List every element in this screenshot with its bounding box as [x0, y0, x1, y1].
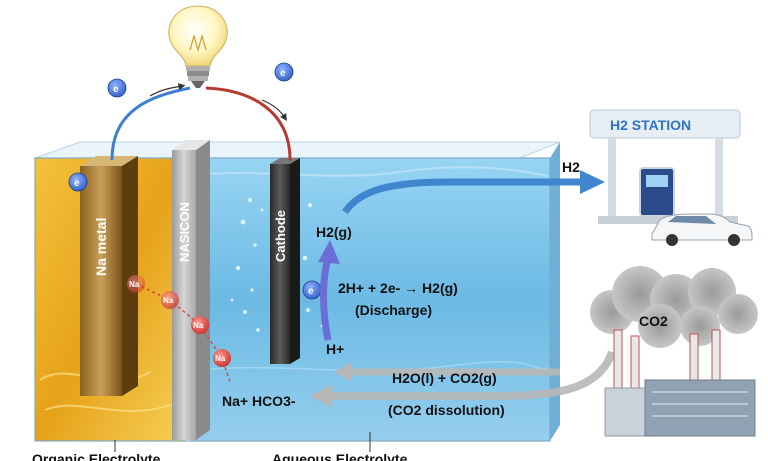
dissolution-label: (CO2 dissolution)	[388, 402, 505, 418]
light-bulb	[168, 5, 228, 88]
electron-cathode: e	[302, 280, 322, 300]
h2-gas-label: H2(g)	[316, 224, 352, 240]
hplus-arrowhead	[334, 362, 352, 382]
svg-text:e: e	[280, 68, 286, 79]
svg-text:Na: Na	[163, 296, 174, 305]
discharge-label: (Discharge)	[355, 302, 432, 318]
sodium-bicarbonate-label: Na+ HCO3-	[222, 393, 296, 409]
electron-top-right: e	[274, 62, 294, 82]
electron-top-left: e	[107, 78, 127, 98]
station-sign: H2 STATION	[610, 117, 691, 133]
svg-text:Na: Na	[129, 280, 140, 289]
factory-block-main	[644, 379, 756, 437]
factory	[604, 329, 756, 437]
anode-wire	[110, 86, 191, 161]
svg-text:e: e	[74, 178, 80, 189]
co2-label: CO2	[639, 313, 668, 329]
cathode-electrode: Cathode	[270, 158, 300, 364]
station-canopy	[589, 109, 741, 139]
external-circuit	[110, 83, 292, 161]
na-ion-3: Na	[191, 316, 209, 334]
svg-text:e: e	[308, 286, 314, 297]
chimney-1	[613, 329, 623, 391]
chimney-2	[630, 335, 640, 391]
car-wheel-rear	[728, 234, 740, 246]
h2-station: H2 STATION	[589, 109, 753, 246]
dissolution-equation: H2O(l) + CO2(g)	[392, 370, 497, 386]
nasicon-label: NASICON	[177, 202, 192, 262]
water-ripple	[199, 361, 549, 372]
electron-flow-left	[149, 83, 186, 97]
water-surface	[194, 166, 549, 177]
factory-block-left	[604, 387, 646, 437]
nasicon-separator: NASICON	[172, 140, 210, 440]
car-wheel-front	[666, 234, 678, 246]
gas-bubbles	[230, 198, 324, 332]
electron-anode: e	[68, 172, 88, 192]
car-window	[668, 216, 716, 224]
electron-flow-right	[261, 99, 287, 122]
discharge-equation: 2H+ + 2e- → H2(g)	[338, 280, 458, 296]
h-plus-label: H+	[326, 341, 344, 357]
co2-smoke-cloud	[590, 266, 758, 348]
h2-output-label: H2	[562, 159, 580, 175]
h2-arrowhead	[580, 170, 605, 194]
station-pillar-right	[715, 138, 723, 218]
cathode-wire	[205, 86, 292, 161]
station-pillar-left	[608, 138, 616, 218]
dispenser-screen	[646, 175, 668, 187]
svg-text:Na: Na	[215, 354, 226, 363]
aqueous-electrolyte-label: Aqueous Electrolyte	[272, 451, 408, 461]
proton-rise-arrow	[320, 257, 332, 341]
proton-arrowhead	[318, 240, 340, 264]
h2-flow-arrow	[342, 178, 580, 215]
na-ion-1: Na	[127, 275, 145, 293]
organic-electrolyte-label: Organic Electrolyte	[32, 451, 161, 461]
svg-text:Na: Na	[193, 321, 204, 330]
chimney-4	[711, 329, 721, 385]
co2-flow-arrow	[330, 350, 616, 400]
factory-vents	[652, 391, 748, 417]
svg-text:e: e	[113, 84, 119, 95]
na-metal-anode: Na metal	[80, 156, 138, 396]
na-ion-4: Na	[213, 349, 231, 367]
na-ion-path	[135, 283, 231, 383]
na-metal-label: Na metal	[93, 218, 109, 276]
cathode-label: Cathode	[273, 210, 288, 262]
na-ion-2: Na	[161, 291, 179, 309]
chimney-3	[689, 333, 699, 385]
co2-arrowhead	[310, 384, 332, 408]
tank-side-wall	[550, 142, 560, 441]
